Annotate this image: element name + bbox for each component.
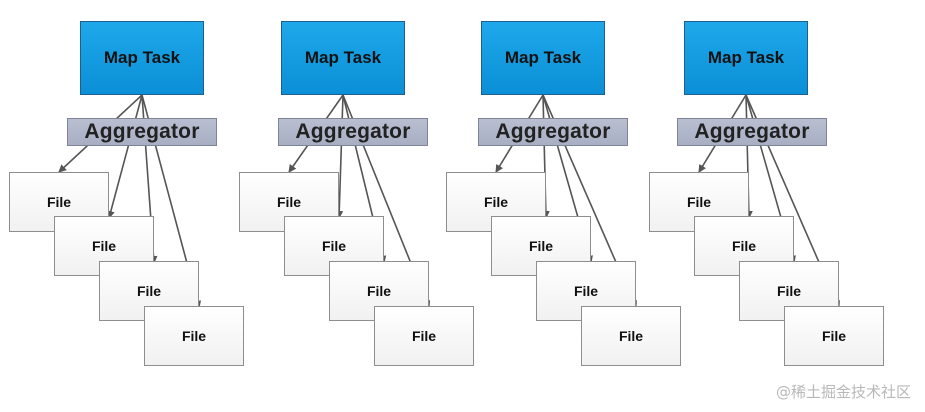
file-box: File (784, 306, 884, 366)
arrow-connector (335, 94, 344, 219)
aggregator-box: Aggregator (677, 118, 827, 146)
file-box: File (144, 306, 244, 366)
aggregator-box: Aggregator (478, 118, 628, 146)
map-task-box: Map Task (684, 21, 808, 95)
file-box: File (581, 306, 681, 366)
map-task-box: Map Task (481, 21, 605, 95)
map-task-box: Map Task (80, 21, 204, 95)
aggregator-box: Aggregator (278, 118, 428, 146)
aggregator-box: Aggregator (67, 118, 217, 146)
arrow-connector (106, 94, 143, 219)
map-task-box: Map Task (281, 21, 405, 95)
watermark-text: @稀土掘金技术社区 (775, 383, 911, 401)
file-box: File (374, 306, 474, 366)
